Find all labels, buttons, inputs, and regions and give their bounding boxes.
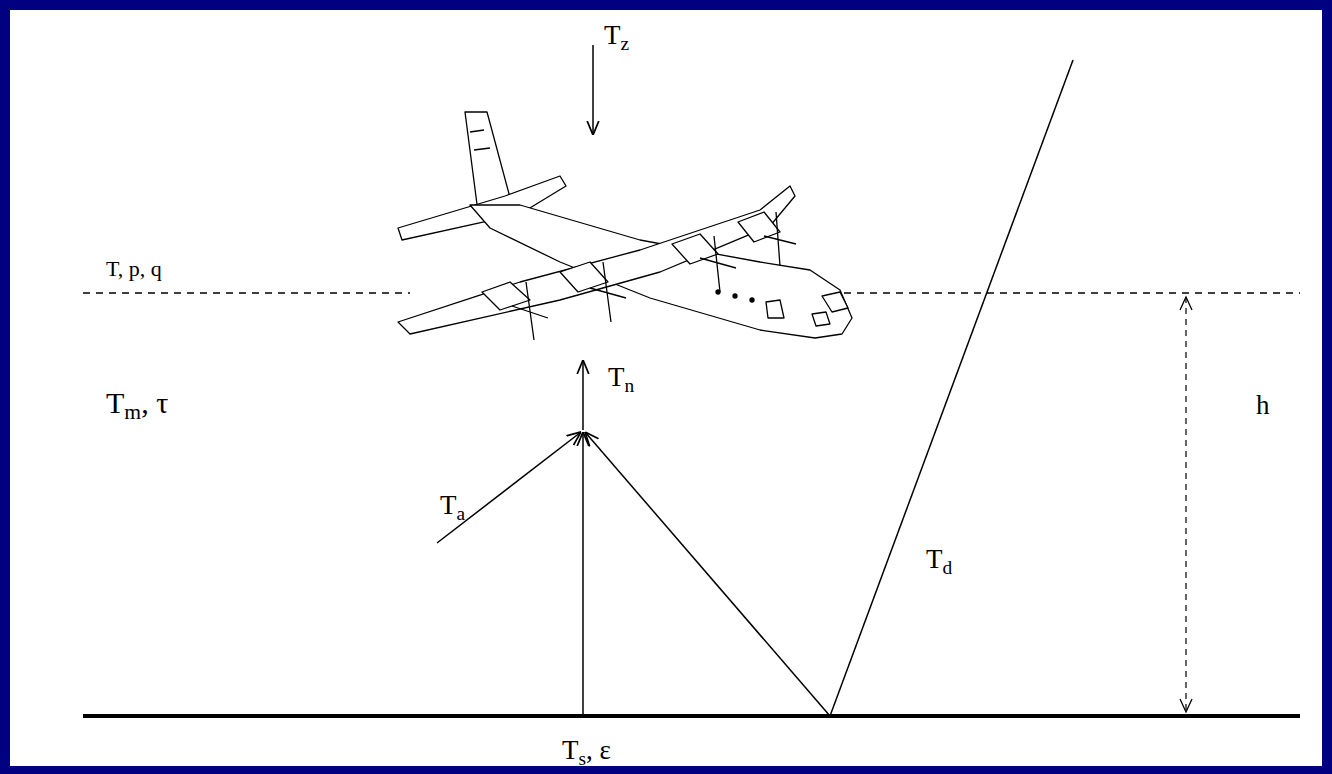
propellers — [512, 212, 796, 340]
surface-variables: Ts, ε — [562, 737, 611, 764]
ground-line — [83, 714, 1300, 718]
atmosphere-radiance-label: Ta — [440, 492, 465, 519]
door — [766, 300, 784, 318]
sky-radiance-label: Tz — [604, 22, 629, 49]
subscript: m — [124, 400, 141, 424]
engine-nacelle — [560, 262, 608, 292]
atmosphere-variables: Tm, τ — [106, 388, 168, 418]
height-dimension — [1185, 297, 1186, 712]
slide-background — [10, 10, 1322, 766]
window — [733, 294, 737, 298]
subscript: a — [457, 503, 466, 524]
subscript: n — [625, 375, 635, 396]
net-radiance-arrow — [582, 360, 584, 430]
engine-nacelle — [672, 234, 718, 264]
flight-level-variables: T, p, q — [106, 258, 162, 280]
surface-emission-arrow — [582, 432, 584, 716]
flight-level-line — [83, 292, 410, 293]
tail-detail — [470, 130, 490, 150]
net-radiance-label: Tn — [608, 364, 634, 391]
subscript: s — [579, 748, 587, 769]
reflected-radiance-arrow — [585, 432, 830, 716]
engine-nacelle — [482, 282, 530, 310]
engine-nacelle — [738, 212, 780, 242]
wing — [398, 186, 795, 334]
sky-radiance-arrow — [592, 45, 594, 135]
downwelling-ray — [830, 60, 1073, 716]
aircraft-illustration — [398, 112, 852, 340]
cockpit-windows — [812, 292, 848, 326]
atmosphere-radiance-arrow — [437, 432, 581, 543]
subscript: d — [943, 557, 953, 578]
height-arrowheads — [1180, 297, 1192, 712]
height-label: h — [1256, 392, 1270, 419]
downwelling-label: Td — [926, 546, 952, 573]
flight-level-line — [792, 292, 1300, 293]
subscript: z — [621, 33, 630, 54]
window — [750, 298, 754, 302]
